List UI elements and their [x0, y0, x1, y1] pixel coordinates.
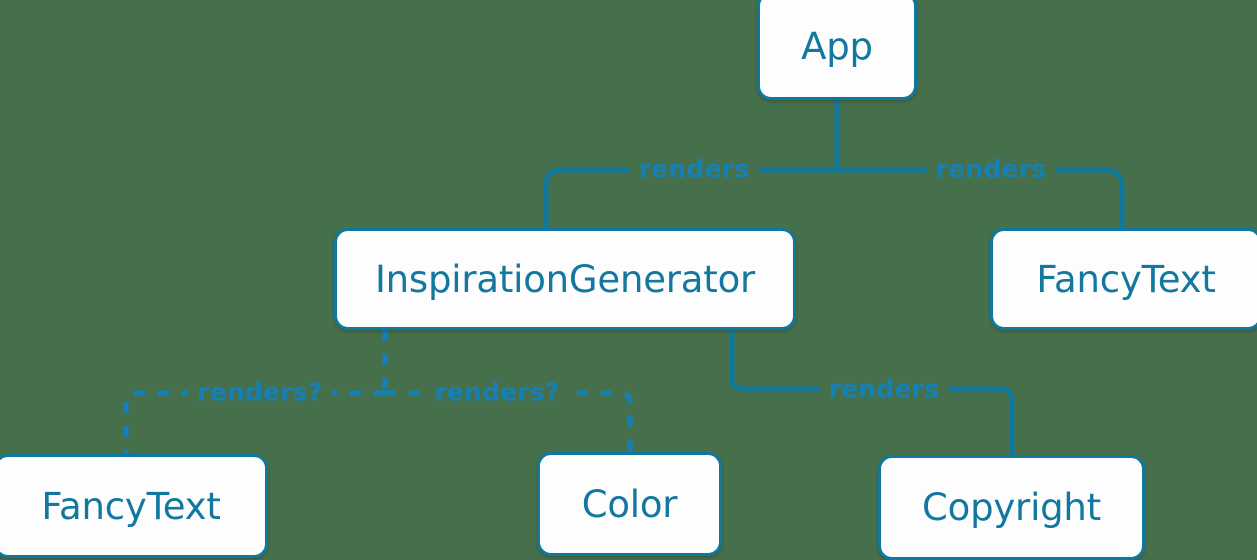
- node-label-app: App: [801, 24, 873, 68]
- edge-inspirationgenerator-to-color: [385, 390, 633, 452]
- node-fancytext-right[interactable]: FancyText: [990, 228, 1257, 330]
- node-label-color: Color: [581, 482, 678, 526]
- node-label-fancytext-bottom: FancyText: [41, 484, 221, 528]
- node-label-copyright: Copyright: [922, 486, 1101, 529]
- edge-label-inspirationgenerator-to-color: renders?: [425, 379, 569, 405]
- node-inspiration-generator[interactable]: InspirationGenerator: [334, 228, 796, 330]
- edge-inspirationgenerator-to-fancytext: [123, 390, 385, 455]
- edge-label-app-to-fancytext: renders: [926, 156, 1056, 182]
- node-fancytext-bottom[interactable]: FancyText: [0, 454, 268, 558]
- node-app[interactable]: App: [757, 0, 917, 100]
- edge-label-app-to-inspirationgenerator: renders: [629, 156, 759, 182]
- node-label-fancytext-right: FancyText: [1036, 257, 1216, 301]
- edge-label-inspirationgenerator-to-fancytext: renders?: [188, 379, 332, 405]
- edge-app-to-fancytext: [834, 167, 1125, 231]
- node-color[interactable]: Color: [537, 452, 722, 556]
- node-copyright[interactable]: Copyright: [878, 455, 1145, 560]
- node-label-inspiration-generator: InspirationGenerator: [374, 257, 756, 301]
- edge-app-to-inspirationgenerator: [543, 167, 840, 231]
- edge-label-inspirationgenerator-to-copyright: renders: [819, 376, 949, 402]
